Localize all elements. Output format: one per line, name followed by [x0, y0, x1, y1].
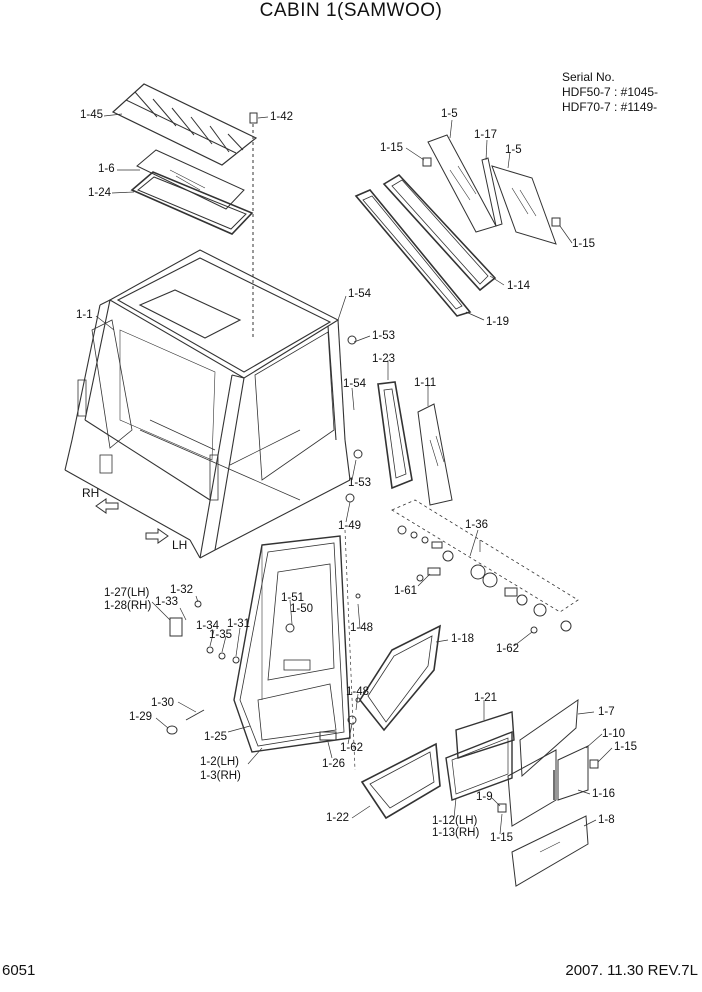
rh-direction-arrow: [95, 498, 119, 514]
sliding-window-part: [445, 711, 515, 801]
callout-1-48-bottom: 1-48: [346, 686, 370, 698]
callout-1-9: 1-9: [476, 791, 493, 803]
callout-1-29: 1-29: [129, 711, 153, 723]
callout-1-62-right: 1-62: [496, 643, 520, 655]
rear-window-seal-part: [354, 189, 472, 317]
front-lower-glass-part: [511, 815, 589, 887]
cabin-frame-part: [64, 249, 351, 559]
roof-glass-part: [136, 149, 245, 210]
revision-date: 2007. 11.30 REV.7L: [565, 962, 698, 979]
callout-1-35: 1-35: [209, 629, 233, 641]
callout-1-32: 1-32: [170, 584, 194, 596]
callout-1-23: 1-23: [372, 353, 396, 365]
callout-1-53-top: 1-53: [372, 330, 396, 342]
callout-1-49: 1-49: [338, 520, 362, 532]
callout-1-42: 1-42: [270, 111, 294, 123]
callout-1-22: 1-22: [326, 812, 350, 824]
callout-1-12-lh: 1-12(LH): [432, 815, 478, 827]
front-side-glass-part: [507, 745, 589, 827]
callout-1-5-left: 1-5: [441, 108, 458, 120]
rear-glass-clip-part: [422, 157, 561, 227]
callout-1-16: 1-16: [592, 788, 616, 800]
callout-1-3-rh: 1-3(RH): [200, 770, 241, 782]
callout-1-15-top: 1-15: [380, 142, 404, 154]
lh-direction-label: LH: [172, 538, 187, 552]
callout-1-27-lh: 1-27(LH): [104, 587, 150, 599]
callout-1-61: 1-61: [394, 585, 418, 597]
callout-1-15-bottom: 1-15: [490, 832, 514, 844]
callout-1-11: 1-11: [414, 377, 437, 389]
roof-bolt-part: [249, 112, 258, 340]
callout-1-2-lh: 1-2(LH): [200, 756, 239, 768]
callout-1-6: 1-6: [98, 163, 115, 175]
serial-heading: Serial No.: [562, 70, 615, 84]
callout-1-53-mid: 1-53: [348, 477, 372, 489]
callout-1-13-rh: 1-13(RH): [432, 827, 480, 839]
callout-1-34: 1-34: [196, 620, 220, 632]
serial-line-hdf70: HDF70-7 : #1149-: [562, 100, 658, 114]
callout-1-30: 1-30: [151, 697, 175, 709]
front-glass-clips: [497, 759, 599, 813]
callout-1-15-right: 1-15: [572, 238, 596, 250]
callout-1-15-front: 1-15: [614, 741, 638, 753]
door-hardware-kit-part: [391, 499, 579, 632]
callout-1-28-rh: 1-28(RH): [104, 600, 152, 612]
cabin-door-part: [233, 535, 351, 753]
callout-1-26: 1-26: [322, 758, 346, 770]
callout-1-17: 1-17: [474, 129, 498, 141]
rear-glass-right-part: [491, 165, 557, 245]
callout-1-8: 1-8: [598, 814, 615, 826]
callout-leader-lines: [95, 113, 613, 835]
callout-1-1: 1-1: [76, 309, 93, 321]
side-window-seal-part: [377, 381, 413, 490]
page-number: 6051: [2, 962, 36, 979]
callout-1-14: 1-14: [507, 280, 531, 292]
lh-direction-arrow: [145, 528, 169, 544]
callout-1-45: 1-45: [80, 109, 104, 121]
callout-1-25: 1-25: [204, 731, 228, 743]
serial-line-hdf50: HDF50-7 : #1045-: [562, 85, 659, 99]
roof-cover-part: [111, 83, 258, 166]
callout-1-54-mid: 1-54: [343, 378, 367, 390]
callout-1-51: 1-51: [281, 592, 305, 604]
roof-seal-part: [130, 171, 254, 235]
callout-1-19: 1-19: [486, 316, 510, 328]
rh-direction-label: RH: [82, 486, 99, 500]
door-glass-part: [359, 624, 441, 732]
front-upper-glass-part: [519, 698, 579, 778]
callout-1-18: 1-18: [451, 633, 475, 645]
callout-1-21: 1-21: [474, 692, 498, 704]
callout-1-31: 1-31: [227, 618, 251, 630]
callout-1-10: 1-10: [602, 728, 626, 740]
callout-1-24: 1-24: [88, 187, 112, 199]
door-lower-seal-part: [360, 742, 441, 820]
side-fixed-glass-part: [417, 403, 453, 506]
callout-1-33: 1-33: [155, 596, 179, 608]
callout-1-62-mid: 1-62: [340, 742, 364, 754]
callout-1-54-top: 1-54: [348, 288, 372, 300]
door-latch-parts: [166, 335, 538, 741]
callout-1-48-top: 1-48: [350, 622, 374, 634]
callout-1-50: 1-50: [290, 603, 314, 615]
callout-1-5-right: 1-5: [505, 144, 522, 156]
rear-window-frame-part: [382, 173, 497, 292]
diagram-title: CABIN 1(SAMWOO): [259, 0, 443, 21]
callout-1-7: 1-7: [598, 706, 615, 718]
serial-number-block: Serial No. HDF50-7 : #1045- HDF70-7 : #1…: [562, 70, 658, 115]
callout-1-36: 1-36: [465, 519, 489, 531]
